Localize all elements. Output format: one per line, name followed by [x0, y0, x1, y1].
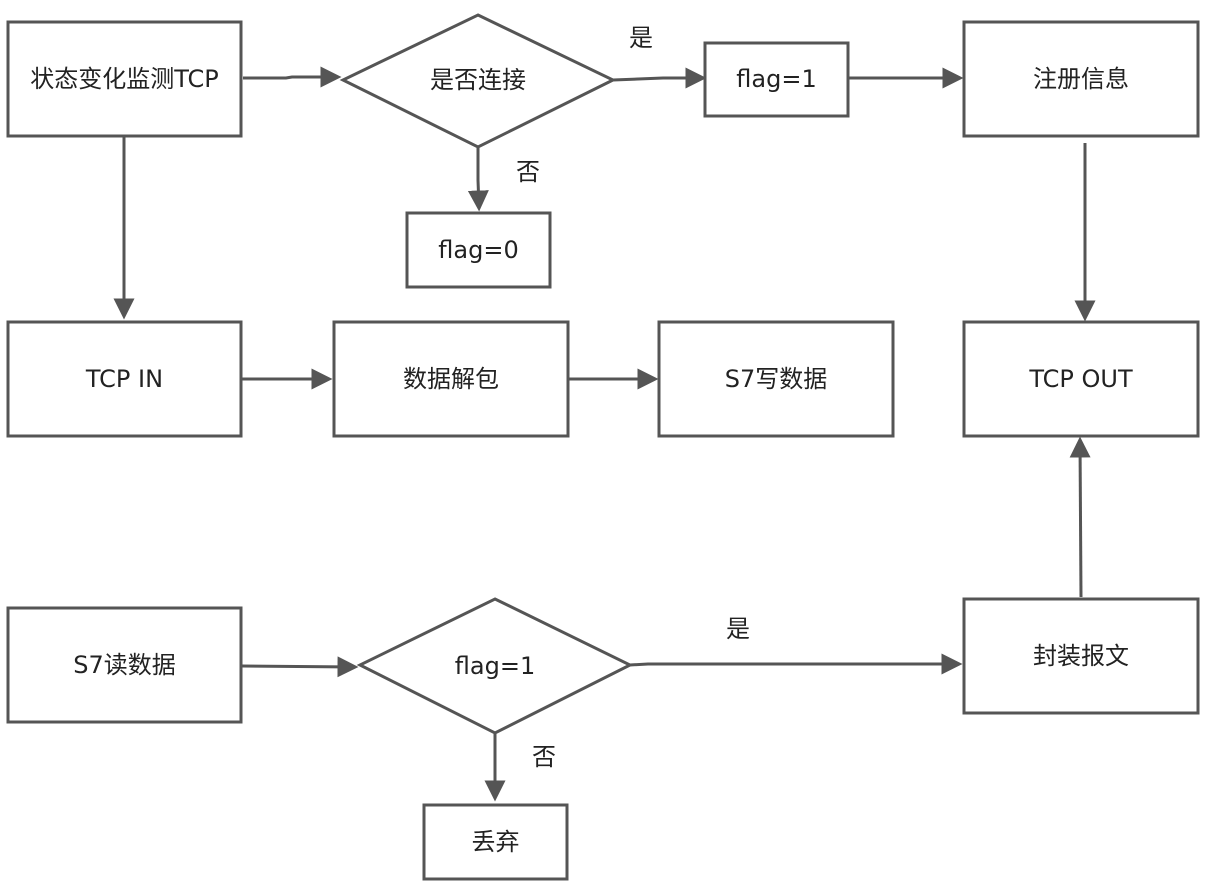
node-tcp-out: TCP OUT — [962, 320, 1200, 438]
edge-decision-to-flag1 — [612, 67, 707, 89]
node-unpack-data: 数据解包 — [332, 320, 570, 438]
node-s7-read-label: S7读数据 — [73, 651, 176, 679]
node-register-info: 注册信息 — [962, 20, 1200, 138]
node-tcp-out-label: TCP OUT — [1028, 365, 1133, 393]
node-monitor-tcp: 状态变化监测TCP — [6, 20, 243, 138]
edge-label-connected-no: 否 — [516, 158, 540, 186]
decision-is-connected-label: 是否连接 — [430, 66, 526, 94]
edge-pack-to-tcpout — [1069, 436, 1091, 598]
node-register-info-label: 注册信息 — [1033, 65, 1129, 93]
edge-decision-to-flag0 — [467, 148, 489, 212]
node-s7-read: S7读数据 — [6, 606, 243, 724]
node-tcp-in-label: TCP IN — [85, 365, 163, 393]
node-discard: 丢弃 — [422, 803, 569, 881]
edge-label-flag-yes: 是 — [726, 615, 750, 643]
node-tcp-in: TCP IN — [6, 320, 243, 438]
node-flag-0-label: flag=0 — [438, 236, 518, 264]
node-flag-1-top: flag=1 — [703, 41, 850, 118]
node-s7-write: S7写数据 — [657, 320, 895, 438]
edge-label-flag-no: 否 — [532, 743, 556, 771]
node-discard-label: 丢弃 — [472, 828, 520, 856]
edge-monitor-to-decision — [243, 66, 342, 88]
decision-is-connected: 是否连接 — [339, 13, 617, 149]
node-unpack-data-label: 数据解包 — [403, 365, 499, 393]
node-flag-0: flag=0 — [405, 211, 552, 289]
node-monitor-tcp-label: 状态变化监测TCP — [30, 65, 218, 93]
node-pack-message-label: 封装报文 — [1033, 642, 1129, 670]
decision-flag-check: flag=1 — [356, 597, 634, 735]
edge-s7read-to-decision — [241, 656, 359, 678]
node-pack-message: 封装报文 — [962, 597, 1200, 715]
edge-label-connected-yes: 是 — [629, 24, 653, 52]
edge-decision-to-pack — [629, 653, 963, 675]
node-s7-write-label: S7写数据 — [725, 365, 828, 393]
node-flag-1-top-label: flag=1 — [736, 65, 816, 93]
decision-flag-check-label: flag=1 — [455, 652, 535, 680]
